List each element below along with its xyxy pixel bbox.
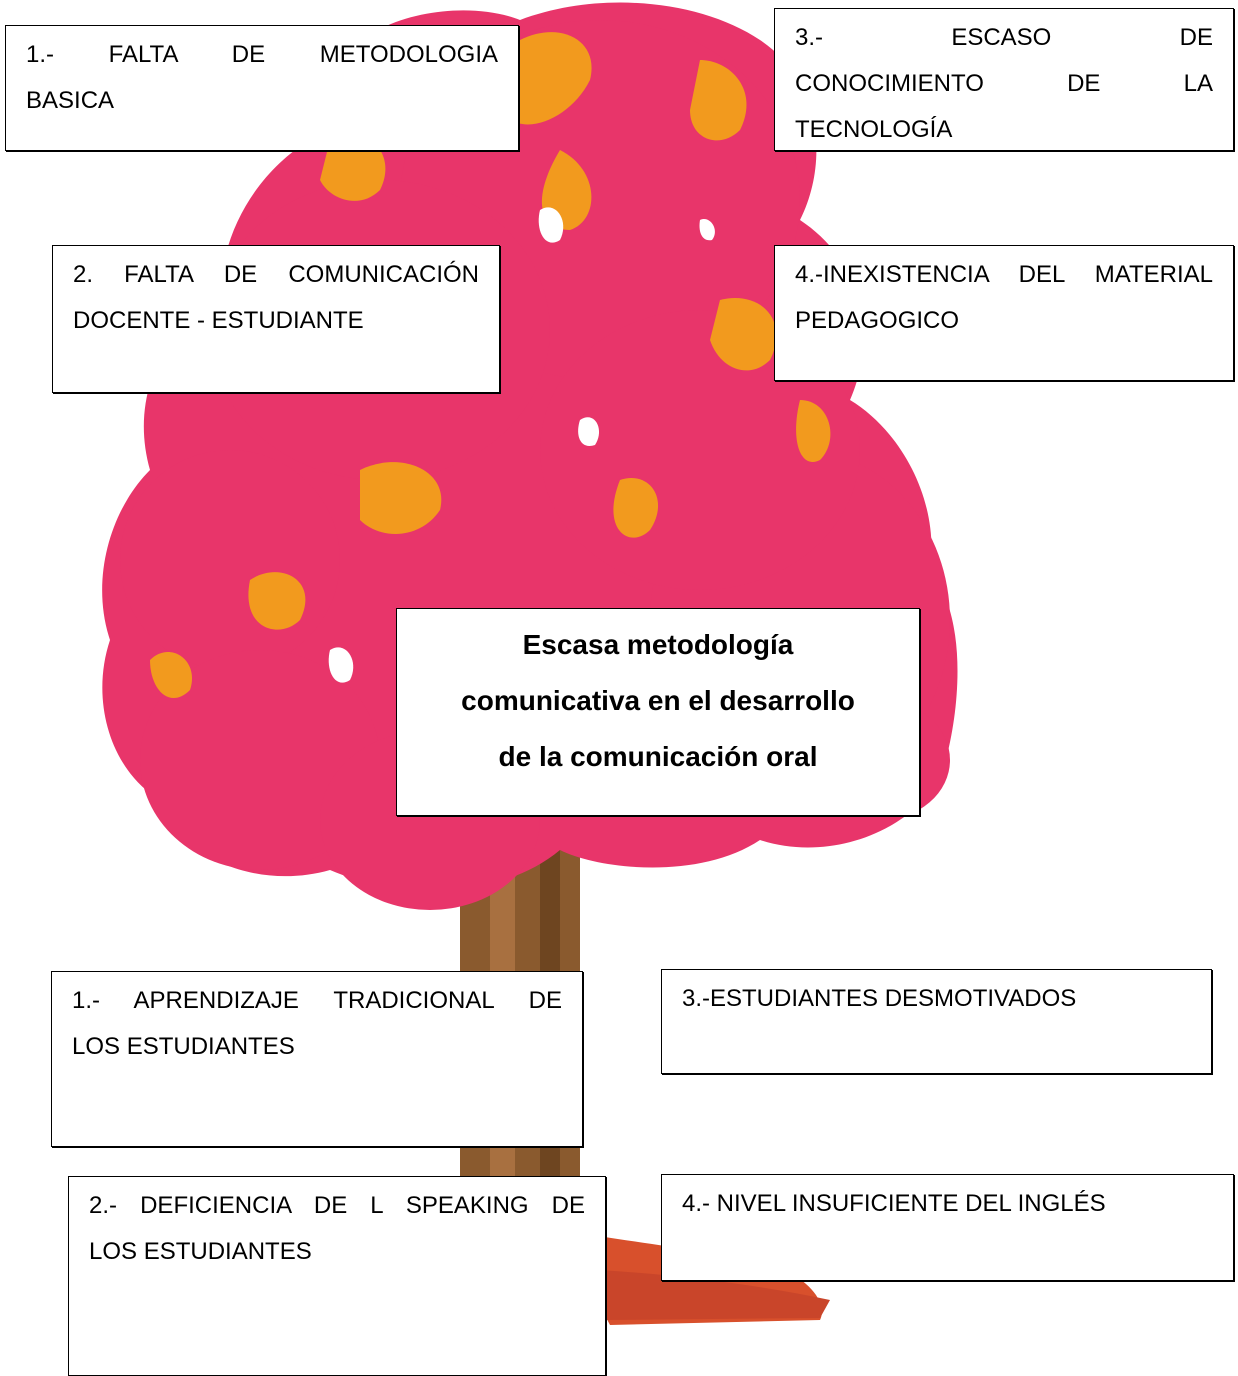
effect-3-line-1: 3.-ESTUDIANTES DESMOTIVADOS	[682, 985, 1077, 1012]
cause-box-1: 1.- FALTA DE METODOLOGIA BASICA	[5, 25, 519, 151]
effect-box-2: 2.- DEFICIENCIA DE L SPEAKING DE LOS EST…	[68, 1176, 606, 1376]
effect-box-3: 3.-ESTUDIANTES DESMOTIVADOS	[661, 969, 1212, 1074]
cause-box-2: 2. FALTA DE COMUNICACIÓN DOCENTE - ESTUD…	[52, 245, 500, 393]
cause-box-4: 4.-INEXISTENCIA DEL MATERIAL PEDAGOGICO	[774, 245, 1234, 381]
cause-4-line-2: PEDAGOGICO	[795, 307, 960, 334]
effect-1-line-2: LOS ESTUDIANTES	[72, 1033, 295, 1060]
cause-1-line-2: BASICA	[26, 87, 115, 114]
effect-box-1: 1.- APRENDIZAJE TRADICIONAL DE LOS ESTUD…	[51, 971, 583, 1147]
cause-4-line-1: 4.-INEXISTENCIA DEL MATERIAL	[795, 261, 1213, 288]
effect-4-line-1: 4.- NIVEL INSUFICIENTE DEL INGLÉS	[682, 1190, 1106, 1217]
central-problem-line-2: comunicativa en el desarrollo	[461, 685, 855, 716]
effect-box-4: 4.- NIVEL INSUFICIENTE DEL INGLÉS	[661, 1174, 1234, 1281]
cause-1-line-1: 1.- FALTA DE METODOLOGIA	[26, 41, 498, 68]
cause-box-3: 3.- ESCASO DE CONOCIMIENTO DE LA TECNOLO…	[774, 8, 1234, 151]
cause-3-line-3: TECNOLOGÍA	[795, 116, 953, 143]
cause-3-line-1: 3.- ESCASO DE	[795, 24, 1213, 51]
effect-1-line-1: 1.- APRENDIZAJE TRADICIONAL DE	[72, 987, 562, 1014]
cause-3-line-2: CONOCIMIENTO DE LA	[795, 70, 1213, 97]
central-problem-box: Escasa metodología comunicativa en el de…	[396, 608, 920, 816]
tree-blossoms	[150, 32, 831, 699]
tree-highlights	[328, 207, 715, 683]
central-problem-line-1: Escasa metodología	[522, 629, 794, 660]
cause-2-line-2: DOCENTE - ESTUDIANTE	[73, 307, 364, 334]
effect-2-line-1: 2.- DEFICIENCIA DE L SPEAKING DE	[89, 1192, 585, 1219]
effect-2-line-2: LOS ESTUDIANTES	[89, 1238, 312, 1265]
central-problem-line-3: de la comunicación oral	[498, 741, 818, 772]
cause-2-line-1: 2. FALTA DE COMUNICACIÓN	[73, 261, 479, 288]
